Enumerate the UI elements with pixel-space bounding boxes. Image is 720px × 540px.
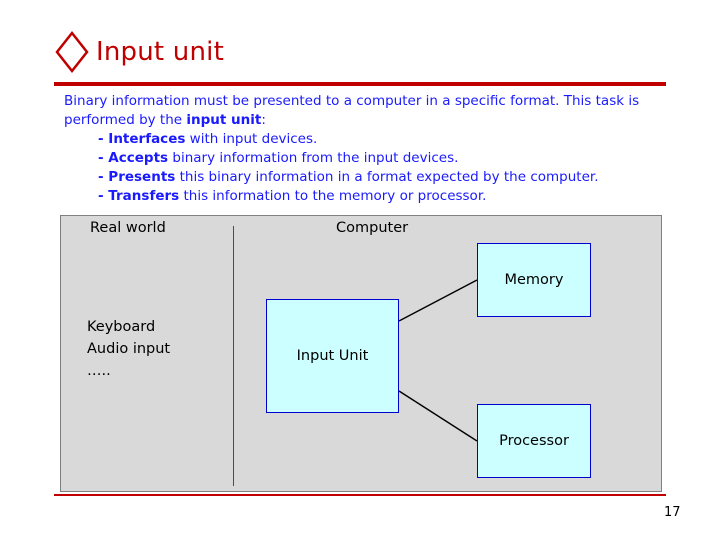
list-item: - Transfers this information to the memo… [98,187,664,206]
title-divider [54,82,666,86]
box-input-unit: Input Unit [266,299,399,413]
body-paragraph-emphasis: input unit [186,112,262,128]
label-computer: Computer [336,220,409,236]
title-row: Input unit [54,30,224,74]
diagram-panel: Real world Computer Keyboard Audio input… [60,215,662,492]
list-item-keyword: - Transfers [98,188,180,204]
body-sub-list: - Interfaces with input devices. - Accep… [64,130,664,206]
list-item-text: with input devices. [185,131,318,147]
list-item-keyword: - Interfaces [98,131,186,147]
list-item: - Presents this binary information in a … [98,168,664,187]
box-processor: Processor [477,404,591,478]
list-item-keyword: - Accepts [98,150,169,166]
diamond-bullet-icon [54,30,90,74]
body-paragraph-tail: : [261,112,266,128]
list-item: ….. [87,363,111,379]
page-title: Input unit [96,37,224,67]
list-item: - Accepts binary information from the in… [98,149,664,168]
label-real-world: Real world [90,220,166,236]
list-item-text: this information to the memory or proces… [179,188,487,204]
box-memory: Memory [477,243,591,317]
list-item: Audio input [87,341,171,357]
input-device-list: Keyboard Audio input ….. [87,316,170,382]
body-text: Binary information must be presented to … [64,92,664,206]
list-item: Keyboard [87,319,156,335]
list-item-text: binary information from the input device… [168,150,459,166]
footer-divider [54,494,666,496]
diagram-vertical-divider [233,226,234,486]
list-item-text: this binary information in a format expe… [175,169,599,185]
page-number: 17 [664,505,681,520]
list-item-keyword: - Presents [98,169,176,185]
body-paragraph-text: Binary information must be presented to … [64,93,640,128]
body-paragraph: Binary information must be presented to … [64,92,664,130]
list-item: - Interfaces with input devices. [98,130,664,149]
